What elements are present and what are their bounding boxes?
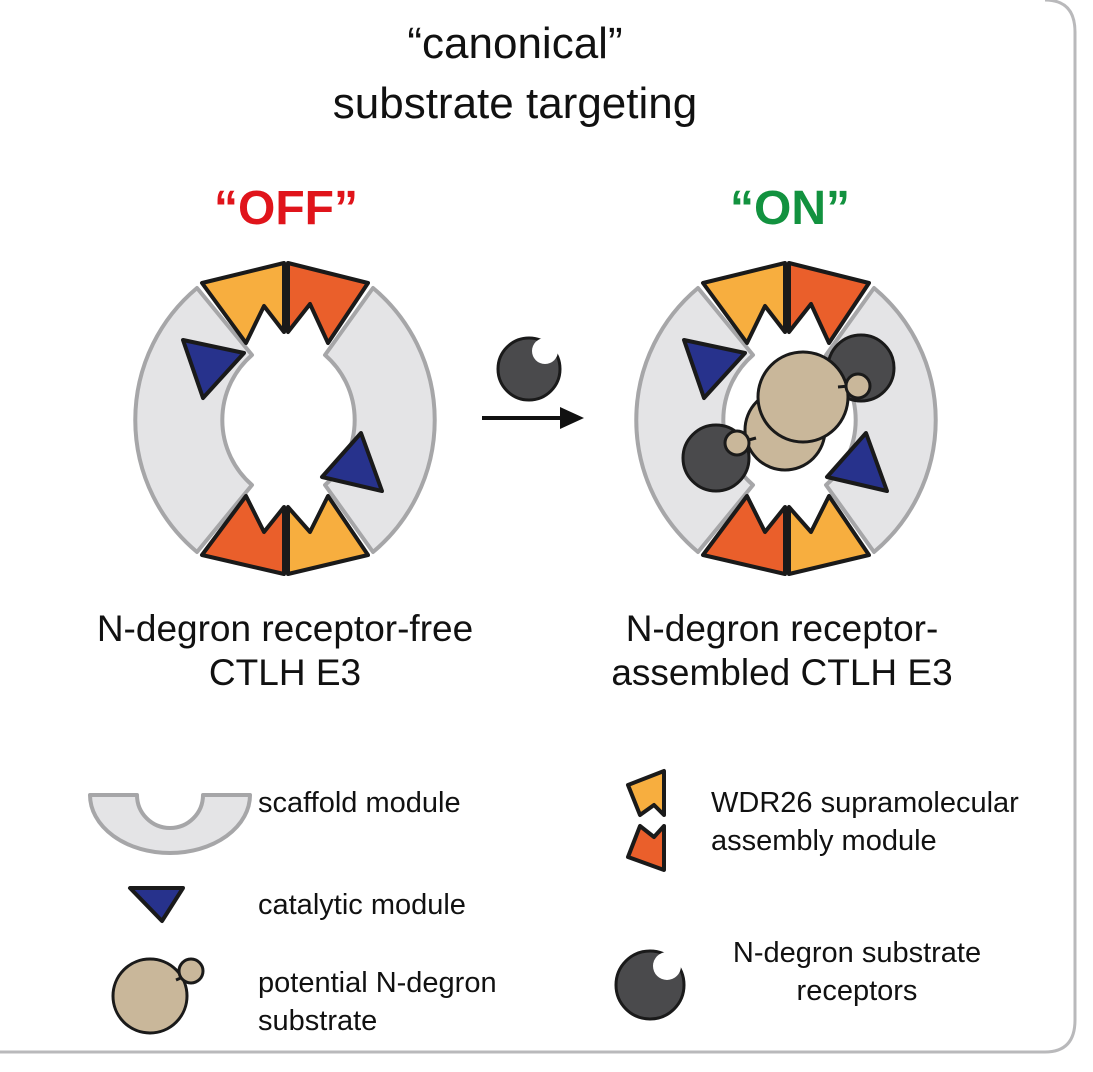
assembly-arrow	[482, 336, 584, 429]
title-line-2: substrate targeting	[332, 79, 698, 128]
legend-substrate-label-2: substrate	[258, 1005, 378, 1037]
legend-receptor-icon	[614, 949, 686, 1021]
catalytic-module-right-a	[682, 338, 747, 400]
legend-receptor-label-2: receptors	[796, 975, 918, 1007]
legend-scaffold-label: scaffold module	[258, 787, 461, 819]
caption-right-line-1: N-degron receptor-	[625, 608, 939, 649]
catalytic-module-left-a	[181, 338, 246, 400]
legend-substrate-label-1: potential N-degron	[258, 967, 497, 999]
legend-substrate-icon	[111, 957, 205, 1035]
caption-right-line-2: assembled CTLH E3	[611, 652, 953, 693]
wdr26-module-bottom-dark	[200, 494, 286, 576]
caption-left-line-2: CTLH E3	[208, 652, 362, 693]
legend-scaffold-icon	[88, 793, 252, 855]
title-line-1: “canonical”	[407, 19, 623, 68]
complex-off	[133, 261, 437, 576]
wdr26-module-bottom-dark-right	[701, 494, 787, 576]
wdr26-module-bottom-light	[286, 494, 370, 576]
wdr26-module-top-dark-right	[787, 261, 871, 345]
legend-wdr26-label-1: WDR26 supramolecular	[711, 787, 1019, 819]
state-off-label: “OFF”	[214, 182, 358, 235]
catalytic-module-right-b	[825, 431, 889, 493]
substrate-tag-lower	[723, 429, 751, 457]
wdr26-module-top-light-right	[701, 261, 787, 345]
legend-wdr26-icon	[626, 769, 666, 872]
substrate-body-front	[756, 350, 850, 444]
complex-on	[634, 261, 938, 576]
caption-left-line-1: N-degron receptor-free	[96, 608, 474, 649]
catalytic-module-left-b	[320, 431, 384, 493]
wdr26-module-top-dark	[286, 261, 370, 345]
legend-receptor-label-1: N-degron substrate	[732, 937, 982, 969]
state-on-label: “ON”	[730, 182, 850, 235]
legend-catalytic-icon	[128, 886, 185, 923]
legend-catalytic-label: catalytic module	[258, 889, 466, 921]
legend-wdr26-label-2: assembly module	[711, 825, 937, 857]
substrate-tag-upper	[844, 372, 872, 400]
wdr26-module-bottom-light-right	[787, 494, 871, 576]
wdr26-module-top-light	[200, 261, 286, 345]
panel-frame	[0, 0, 1077, 1054]
